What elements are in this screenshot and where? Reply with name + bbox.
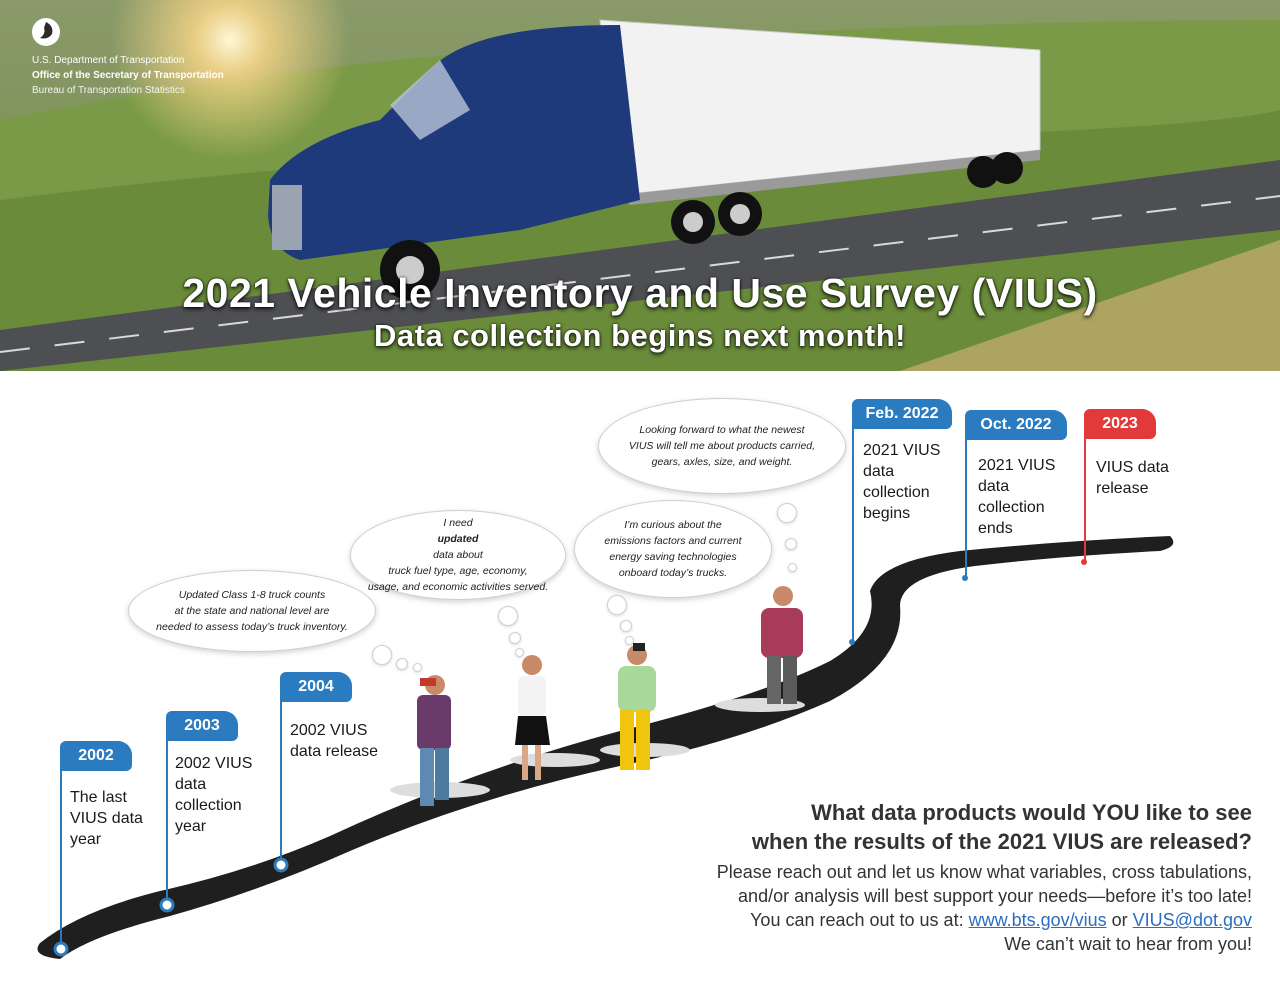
milestone-2002-desc: The last VIUS data year <box>70 789 143 848</box>
milestone-2004-tab: 2004 <box>280 672 352 702</box>
thought-bubble <box>509 632 521 644</box>
milestone-pole <box>965 438 967 578</box>
milestone-2004-desc: 2002 VIUS data release <box>290 722 379 760</box>
thought-4-line-1: Looking forward to what the newest <box>639 424 805 436</box>
cta-question-line-1: What data products would YOU like to see <box>811 800 1252 825</box>
thought-cloud-1: Updated Class 1-8 truck counts at the st… <box>128 570 376 652</box>
thought-bubble <box>788 563 797 572</box>
milestone-2003-tab: 2003 <box>166 711 238 741</box>
thought-bubble <box>498 606 518 626</box>
logo-department: U.S. Department of Transportation <box>32 55 185 66</box>
vius-email-link[interactable]: VIUS@dot.gov <box>1132 910 1252 930</box>
milestone-dot <box>273 857 289 873</box>
thought-bubble <box>620 620 632 632</box>
page-subtitle: Data collection begins next month! <box>374 318 906 353</box>
thought-2-line-2: truck fuel type, age, economy, <box>388 565 528 577</box>
milestone-feb-2022-tab: Feb. 2022 <box>852 399 952 429</box>
person-2-figure <box>515 655 550 780</box>
cta-line-2: and/or analysis will best support your n… <box>738 886 1252 906</box>
thought-bubble <box>396 658 408 670</box>
thought-bubble <box>413 663 422 672</box>
logo-bureau: Bureau of Transportation Statistics <box>32 85 185 96</box>
cta-line-3: You can reach out to us at: www.bts.gov/… <box>717 908 1252 932</box>
logo-office: Office of the Secretary of Transportatio… <box>32 70 224 81</box>
milestone-dot <box>53 941 69 957</box>
thought-4-line-3: gears, axles, size, and weight. <box>651 456 793 468</box>
thought-bubble <box>785 538 797 550</box>
milestone-oct-2022-desc: 2021 VIUS data collection ends <box>978 457 1056 537</box>
thought-3-line-3: energy saving technologies <box>609 551 737 563</box>
cta-line-3-prefix: You can reach out to us at: <box>750 910 969 930</box>
person-3-figure <box>618 643 656 770</box>
cta-body: Please reach out and let us know what va… <box>717 860 1252 956</box>
thought-1-line-3: needed to assess today’s truck inventory… <box>156 621 348 633</box>
milestone-dot <box>1081 559 1087 565</box>
dot-seal-icon <box>32 18 60 46</box>
hero-banner: U.S. Department of Transportation Office… <box>0 0 1280 371</box>
bts-vius-link[interactable]: www.bts.gov/vius <box>968 910 1107 930</box>
thought-3-line-2: emissions factors and current <box>604 535 742 547</box>
cta-line-3-mid: or <box>1106 910 1133 930</box>
thought-2-emphasis: updated <box>437 533 479 545</box>
milestone-dot <box>849 639 855 645</box>
milestone-pole <box>280 698 282 866</box>
milestone-pole <box>60 770 62 948</box>
thought-3-line-4: onboard today’s trucks. <box>618 567 728 579</box>
thought-2-line-1-prefix: I need <box>443 517 473 529</box>
milestone-pole <box>166 738 168 908</box>
thought-cloud-2: I need updated data about truck fuel typ… <box>350 510 566 600</box>
thought-1-line-2: at the state and national level are <box>174 605 330 617</box>
thought-2-line-1: I need updated data about <box>368 515 548 563</box>
thought-bubble <box>777 503 797 523</box>
thought-cloud-3: I’m curious about the emissions factors … <box>574 500 772 598</box>
hero-photo <box>0 0 1280 371</box>
person-4-figure <box>761 586 803 704</box>
thought-bubble <box>515 648 524 657</box>
thought-2-line-1-suffix: data about <box>433 549 483 561</box>
page-title: 2021 Vehicle Inventory and Use Survey (V… <box>182 270 1098 316</box>
thought-bubble <box>625 636 634 645</box>
cta-question: What data products would YOU like to see… <box>752 798 1252 856</box>
thought-1-line-1: Updated Class 1-8 truck counts <box>178 589 326 601</box>
milestone-2023-tab: 2023 <box>1084 409 1156 439</box>
milestone-feb-2022-desc: 2021 VIUS data collection begins <box>863 442 941 522</box>
dot-logo: U.S. Department of Transportation Office… <box>32 18 224 98</box>
thought-bubble <box>607 595 627 615</box>
thought-bubble <box>372 645 392 665</box>
milestone-dot <box>159 897 175 913</box>
milestone-pole <box>852 426 854 642</box>
cta-question-line-2: when the results of the 2021 VIUS are re… <box>751 829 1252 854</box>
milestone-dot <box>962 575 968 581</box>
milestone-2003-desc: 2002 VIUS data collection year <box>175 755 253 835</box>
thought-3-line-1: I’m curious about the <box>624 519 722 531</box>
thought-2-line-3: usage, and economic activities served. <box>367 581 549 593</box>
milestone-2002-tab: 2002 <box>60 741 132 771</box>
person-1-figure <box>417 675 451 806</box>
milestone-2023-desc: VIUS data release <box>1096 459 1169 497</box>
cta-line-1: Please reach out and let us know what va… <box>716 862 1252 882</box>
milestone-oct-2022-tab: Oct. 2022 <box>965 410 1067 440</box>
cta-line-4: We can’t wait to hear from you! <box>1004 934 1252 954</box>
thought-cloud-4: Looking forward to what the newest VIUS … <box>598 398 846 494</box>
milestone-pole <box>1084 436 1086 562</box>
thought-4-line-2: VIUS will tell me about products carried… <box>628 440 816 452</box>
people-illustration <box>417 586 803 806</box>
